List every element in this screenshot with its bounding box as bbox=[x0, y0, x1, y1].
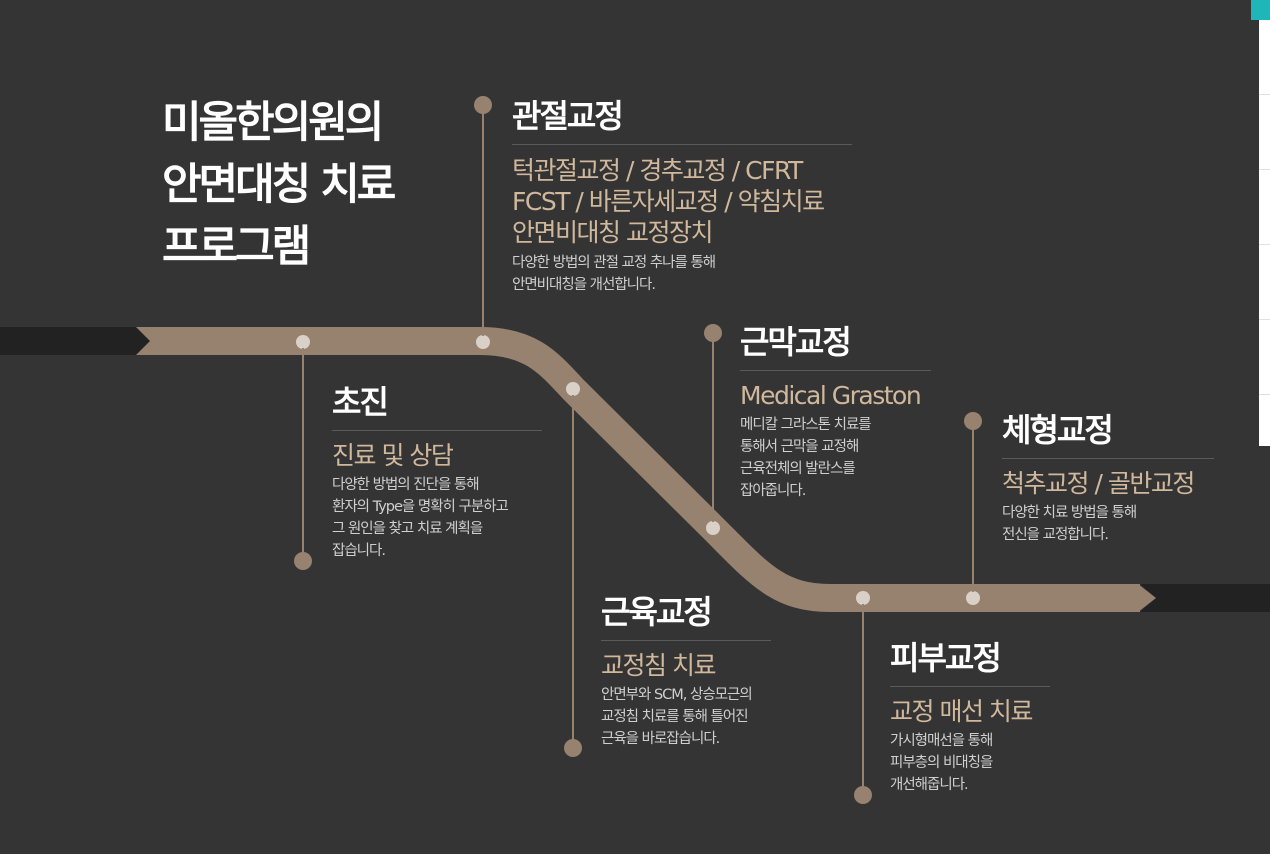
step-subtitle: 교정침 치료 bbox=[601, 651, 716, 680]
step-title: 체형교정 bbox=[1002, 408, 1214, 459]
step-title: 피부교정 bbox=[890, 636, 1050, 687]
road-dot bbox=[966, 591, 980, 605]
pin-dot bbox=[564, 739, 582, 757]
connector-line bbox=[572, 395, 574, 747]
step-subtitle: 교정 매선 치료 bbox=[890, 697, 1033, 726]
connector-line bbox=[972, 420, 974, 592]
connector-line bbox=[712, 332, 714, 522]
road-dot bbox=[566, 382, 580, 396]
connector-line bbox=[862, 604, 864, 794]
step-subtitle: 진료 및 상담 bbox=[332, 441, 454, 470]
step-subtitle: Medical Graston bbox=[740, 381, 922, 410]
step-title: 근막교정 bbox=[740, 320, 931, 371]
pin-dot bbox=[474, 96, 492, 114]
step-title: 근육교정 bbox=[601, 590, 771, 641]
step-title: 관절교정 bbox=[512, 94, 852, 145]
road-dot bbox=[706, 521, 720, 535]
title-line: 프로그램 bbox=[162, 222, 311, 272]
pin-dot bbox=[964, 412, 982, 430]
pin-dot bbox=[294, 552, 312, 570]
step-subtitle: 척추교정 / 골반교정 bbox=[1002, 469, 1195, 498]
road-dot bbox=[856, 591, 870, 605]
connector-line bbox=[302, 348, 304, 560]
road-dot bbox=[476, 335, 490, 349]
step-title: 초진 bbox=[332, 380, 542, 431]
title-line: 안면대칭 치료 bbox=[162, 160, 396, 210]
side-panel-tab[interactable] bbox=[1251, 0, 1270, 20]
page-title: 미올한의원의 안면대칭 치료 프로그램 bbox=[162, 92, 396, 278]
road-dot bbox=[296, 335, 310, 349]
title-line: 미올한의원의 bbox=[162, 98, 384, 148]
pin-dot bbox=[854, 786, 872, 804]
side-panel[interactable] bbox=[1259, 20, 1270, 446]
pin-dot bbox=[704, 324, 722, 342]
connector-line bbox=[482, 104, 484, 336]
